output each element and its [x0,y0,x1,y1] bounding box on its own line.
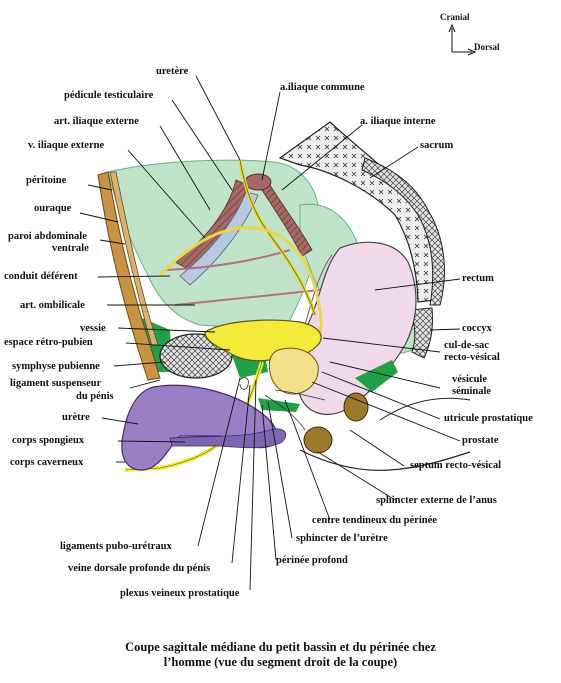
label-perinee-profond: périnée profond [276,555,348,566]
coccyx [409,307,433,359]
label-ouraque: ouraque [34,203,72,214]
label-symphyse-pubienne: symphyse pubienne [12,361,100,372]
label-sacrum: sacrum [420,140,453,151]
umbilical-artery [174,289,321,306]
label-coccyx: coccyx [462,323,492,334]
label-sphincter-externe-anus: sphincter externe de l’anus [376,495,497,506]
label-pedicule-testiculaire: pédicule testiculaire [64,90,154,101]
label-cul-de-sac: cul-de-sac [444,340,489,351]
sacrum-outer [361,157,445,306]
label-rectum: rectum [462,273,494,284]
label-utricule-prostatique: utricule prostatique [444,413,533,424]
rectal-sphincter [303,426,333,454]
prostate [268,347,319,395]
label-v-iliaque-externe: v. iliaque externe [28,140,104,151]
label-vesicule: vésicule [452,374,487,385]
skin-outline [299,449,471,471]
label-corps-caverneux: corps caverneux [10,457,84,468]
label-plexus-veineux: plexus veineux prostatique [120,588,240,599]
label-ligaments-pubo-uretraux: ligaments pubo-urétraux [60,541,172,552]
label-espace-retro-pubien: espace rétro-pubien [4,337,93,348]
perineal-line-1 [264,394,306,431]
label-vessie: vessie [80,323,106,334]
label-prostate: prostate [462,435,499,446]
label-ligament-suspenseur-2: du pénis [76,391,114,402]
skin-outline-right [379,397,471,421]
cranial-label: Cranial [440,12,470,22]
cranial-arrowhead [448,23,456,33]
label-paroi-abdominale-2: ventrale [52,243,89,254]
label-a-iliaque-interne: a. iliaque interne [360,116,436,127]
dorsal-arrowhead [467,48,477,56]
orientation-indicator: Cranial Dorsal [440,12,500,56]
caption-line-1: Coupe sagittale médiane du petit bassin … [125,640,436,654]
label-ligament-suspenseur: ligament suspenseur [10,378,102,389]
ductus-deferens [158,226,323,341]
prostatic-plexus [239,377,249,390]
label-sphincter-uretre: sphincter de l’urètre [296,533,388,544]
rectum-wall [304,254,333,326]
label-conduit-deferent: conduit déférent [4,271,78,282]
label-septum-recto-vesical: septum recto-vésical [410,460,501,471]
seminal-vesicle [343,392,369,422]
label-centre-tendineux: centre tendineux du périnée [312,515,437,526]
iliac-artery-section [244,173,272,191]
figure-caption: Coupe sagittale médiane du petit bassin … [60,640,501,670]
label-uretre: urètre [62,412,90,423]
testicular-pedicle [164,249,291,271]
label-art-iliaque-externe: art. iliaque externe [54,116,139,127]
label-uretere: uretère [156,66,189,77]
label-peritoine: péritoine [26,175,67,186]
external-iliac-vein [179,191,259,286]
fascia-green-right [355,360,398,392]
label-cul-de-sac-2: recto-vésical [444,352,500,363]
label-corps-spongieux: corps spongieux [12,435,85,446]
caption-line-2: l’homme (vue du segment droit de la coup… [163,655,398,669]
label-a-iliaque-commune: a.iliaque commune [280,82,365,93]
label-vesicule-2: séminale [452,386,491,397]
ureter-outline [239,159,316,316]
dorsal-label: Dorsal [474,42,500,52]
label-art-ombilicale: art. ombilicale [20,300,85,311]
leader-lines [79,75,461,591]
label-veine-dorsale: veine dorsale profonde du pénis [68,563,210,574]
label-paroi-abdominale: paroi abdominale [8,231,87,242]
perineal-line-2 [274,389,326,401]
